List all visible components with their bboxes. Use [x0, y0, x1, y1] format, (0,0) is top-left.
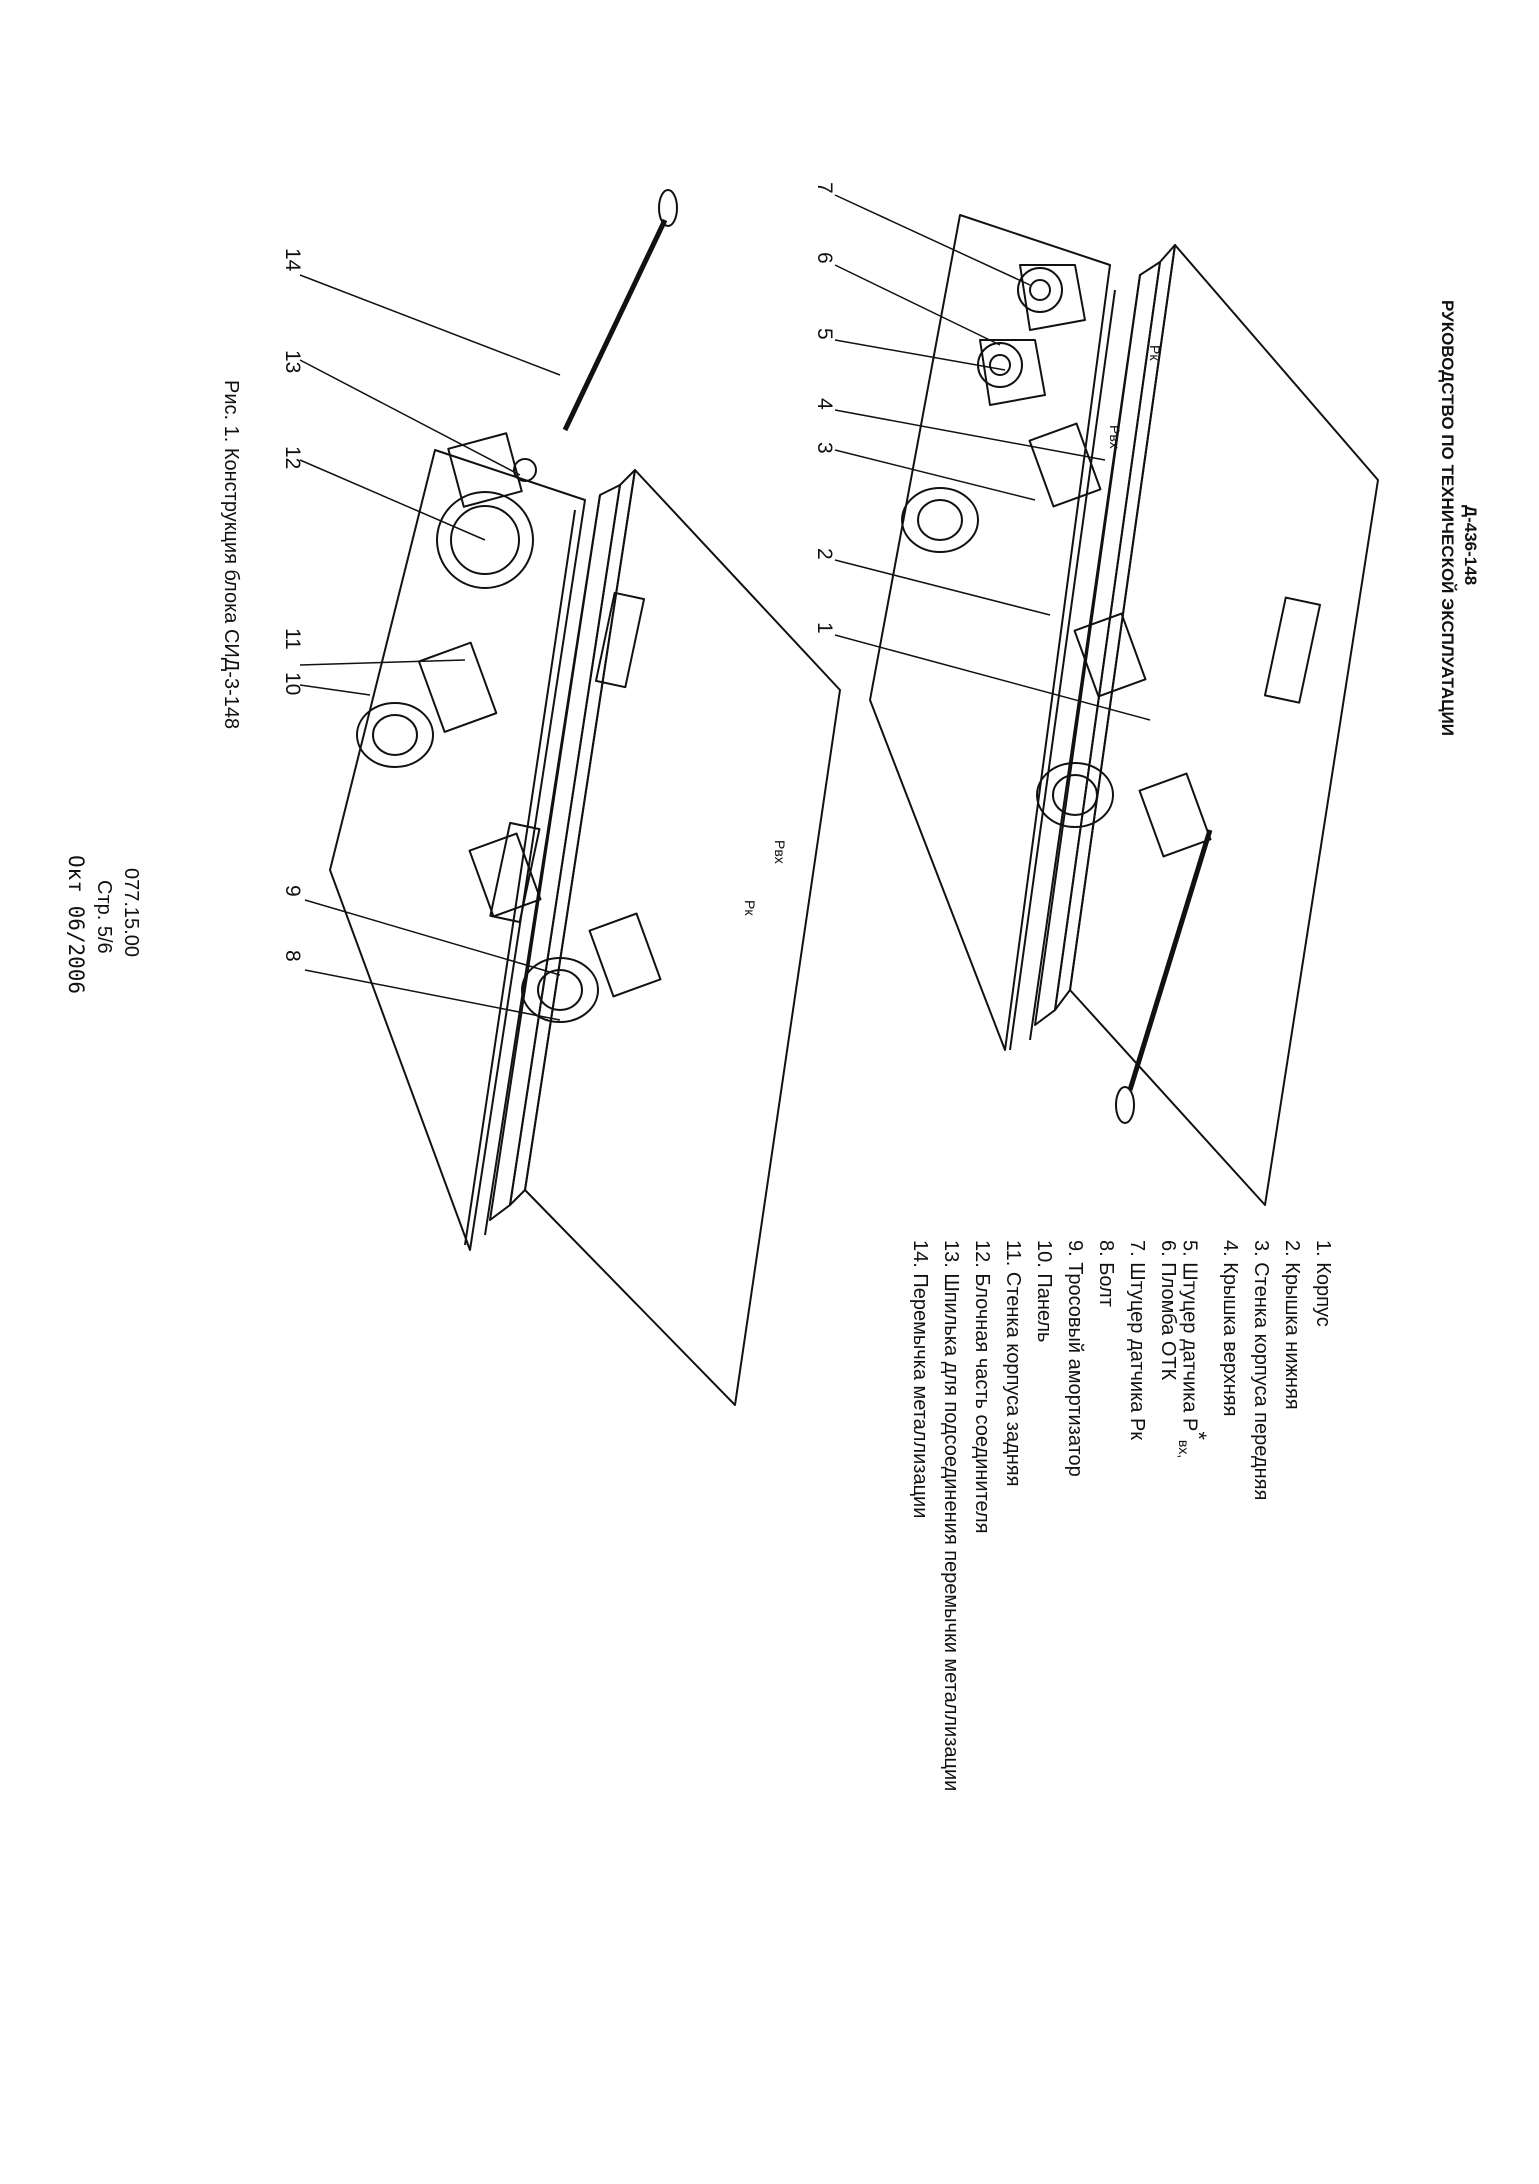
callout-6: 6 — [813, 252, 836, 264]
callout-10: 10 — [281, 672, 304, 695]
lower-bonding-strap — [562, 218, 668, 432]
callout-leaders — [299, 194, 1151, 1021]
upper-label-pvx: Pвх — [1107, 425, 1123, 449]
legend-item-13: 13. Шпилька для подсоединения перемычки … — [940, 1240, 962, 1792]
lower-label-pvx: Pвх — [772, 840, 788, 864]
callout-13: 13 — [281, 350, 304, 373]
lower-connector — [436, 491, 534, 589]
legend-item-5-asterisk: * — [1186, 1431, 1211, 1440]
legend-item-8: 8. Болт — [1095, 1240, 1117, 1307]
legend-item-12: 12. Блочная часть соединителя — [971, 1240, 993, 1534]
upper-device-body — [1069, 244, 1379, 1206]
legend-item-9: 9. Тросовый амортизатор — [1064, 1240, 1086, 1477]
upper-device-panel — [869, 214, 1111, 1051]
lower-device-view: Pвх Pк — [329, 189, 841, 1406]
upper-device-view: Pк Pвх — [869, 214, 1379, 1206]
footer-number: 077.15.00 — [120, 868, 142, 957]
lower-device-body — [524, 469, 841, 1406]
legend-item-6: 6. Пломба ОТК — [1157, 1240, 1179, 1381]
callout-2: 2 — [813, 548, 836, 560]
legend-item-2: 2. Крышка нижняя — [1281, 1240, 1303, 1410]
callout-14: 14 — [281, 248, 304, 272]
lower-shock-mount-1 — [356, 702, 434, 768]
callout-3: 3 — [813, 442, 836, 454]
upper-shock-mount-1 — [901, 487, 979, 553]
callout-1: 1 — [813, 622, 836, 634]
callout-5: 5 — [813, 328, 836, 340]
figure-caption: Рис. 1. Конструкция блока СИД-3-148 — [220, 380, 242, 730]
lower-device-panel — [329, 449, 586, 1251]
callout-11: 11 — [281, 628, 304, 650]
upper-label-pk: Pк — [1147, 345, 1163, 361]
callout-8: 8 — [281, 950, 304, 962]
lower-label-pk: Pк — [742, 900, 758, 916]
lower-shock-mount-2 — [521, 957, 599, 1023]
callout-7: 7 — [813, 182, 836, 194]
legend-item-14: 14. Перемычка металлизации — [909, 1240, 931, 1519]
legend-item-5: 5. Штуцер датчика P*вх, — [1176, 1240, 1211, 1459]
upper-bonding-strap — [1127, 829, 1213, 1091]
legend-item-3: 3. Стенка корпуса передняя — [1250, 1240, 1272, 1501]
upper-shock-mount-2 — [1036, 762, 1114, 828]
legend-item-10: 10. Панель — [1033, 1240, 1055, 1343]
callout-4: 4 — [813, 398, 836, 410]
legend-item-5-subscript: вх, — [1176, 1439, 1193, 1459]
legend-item-4: 4. Крышка верхняя — [1219, 1240, 1241, 1417]
callout-12: 12 — [281, 446, 304, 469]
footer-date: Окт 06/2006 — [64, 855, 88, 995]
legend-item-7: 7. Штуцер датчика Pк — [1126, 1240, 1148, 1441]
legend-item-11: 11. Стенка корпуса задняя — [1002, 1240, 1024, 1487]
callout-9: 9 — [281, 885, 304, 897]
upper-fitting-pk — [1017, 267, 1063, 313]
lower-bonding-stud — [513, 458, 537, 482]
parts-legend: 1. Корпус 2. Крышка нижняя 3. Стенка кор… — [904, 1240, 1338, 1791]
legend-item-1: 1. Корпус — [1312, 1240, 1334, 1327]
footer-page: Стр. 5/6 — [93, 880, 115, 954]
